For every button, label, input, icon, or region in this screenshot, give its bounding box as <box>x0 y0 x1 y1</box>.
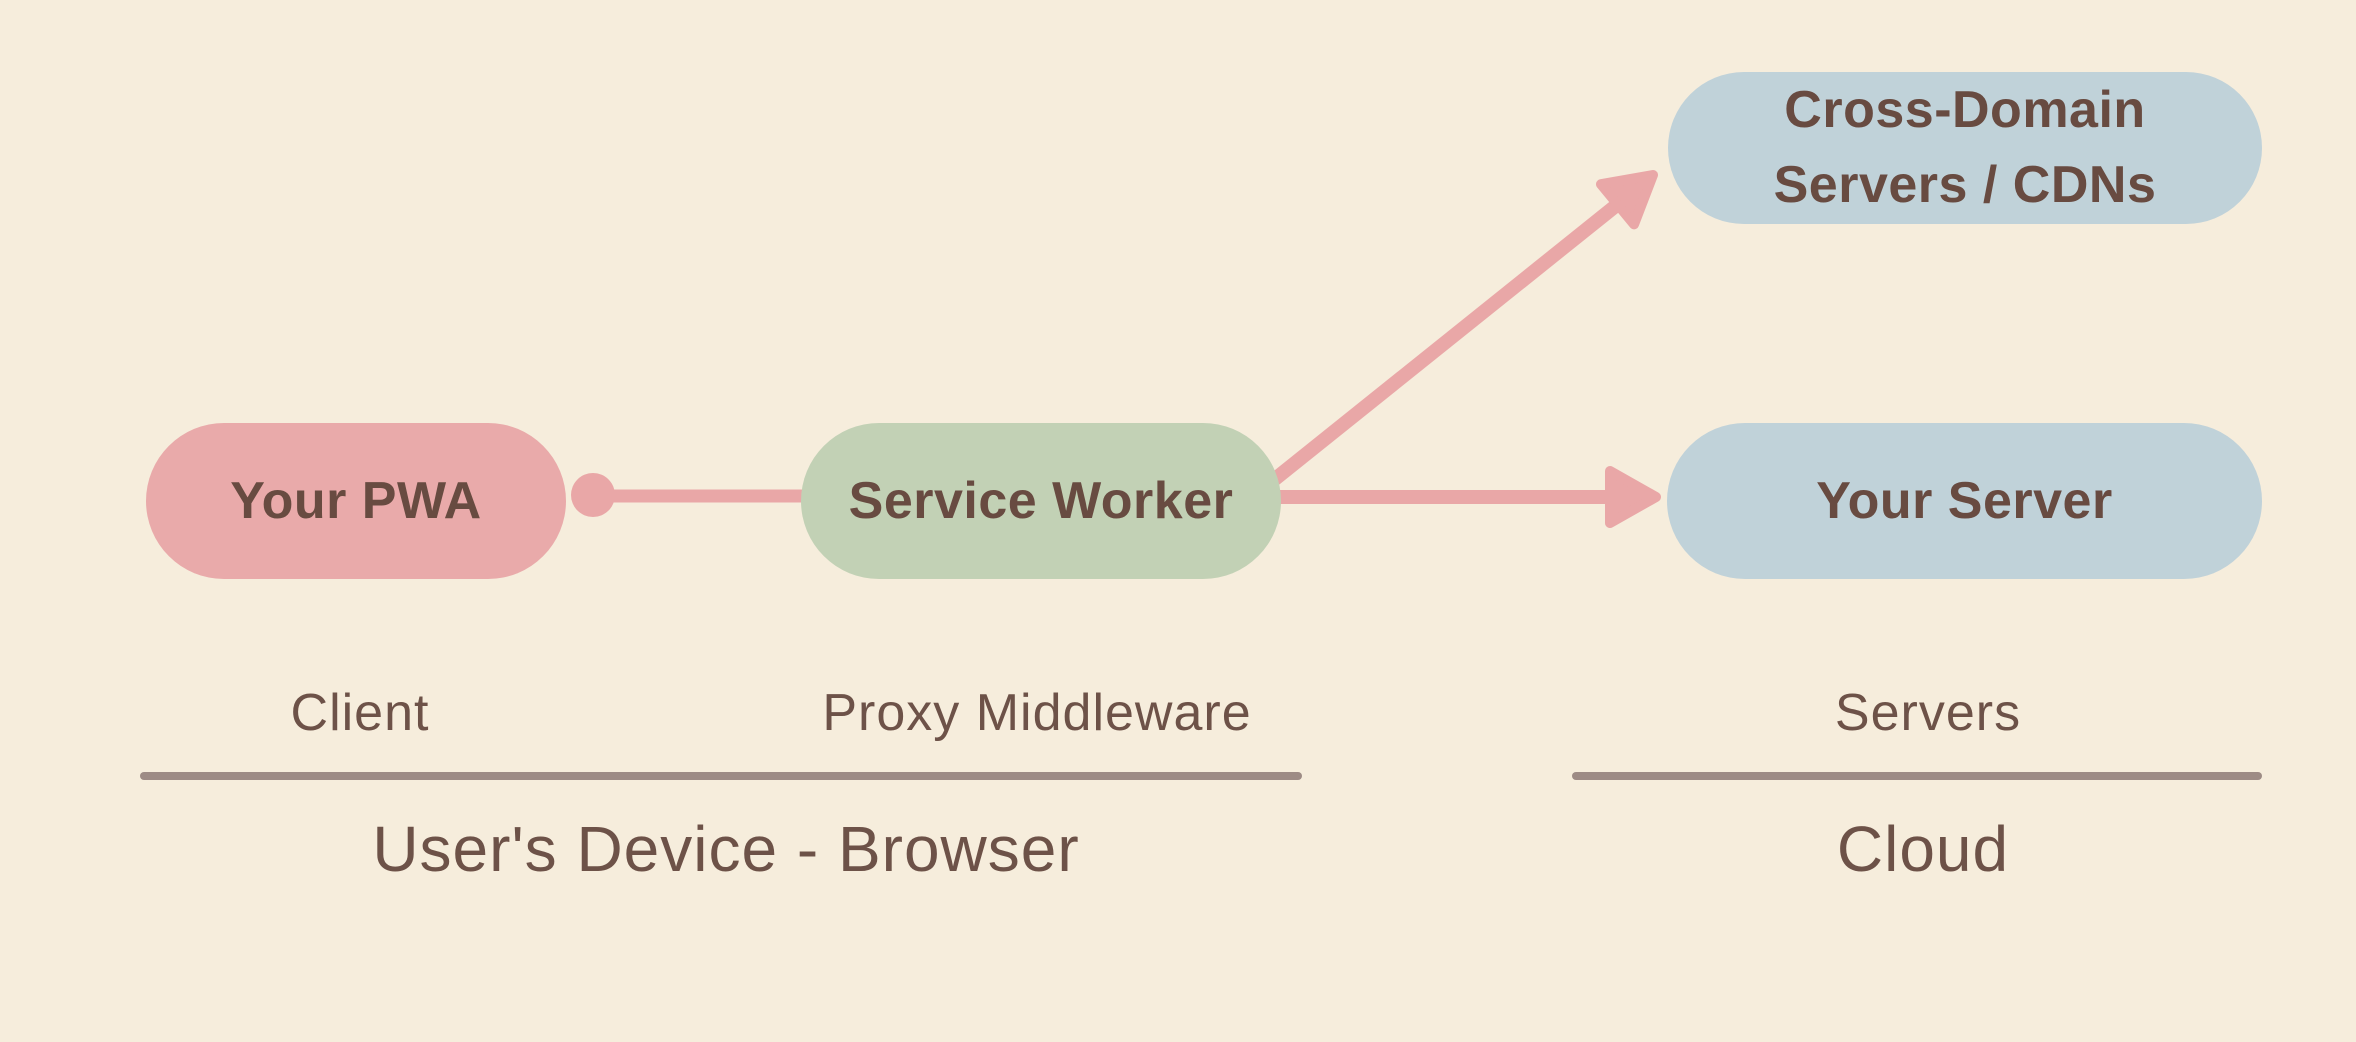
zone-label-cloud: Cloud <box>1836 813 2010 885</box>
arrowhead-to-your-server <box>1605 466 1661 528</box>
service-worker-to-cdn-line <box>1250 198 1623 501</box>
node-cross-domain-line1: Cross-Domain <box>1784 80 2146 139</box>
node-service-worker: Service Worker <box>801 423 1281 579</box>
node-your-server-label: Your Server <box>1816 472 2113 530</box>
node-cross-domain-line2: Servers / CDNs <box>1773 156 2157 214</box>
zone-label-users-device: User's Device - Browser <box>372 813 1080 885</box>
divider-users-device <box>140 772 1302 780</box>
node-your-pwa-label: Your PWA <box>230 472 482 530</box>
tier-label-client: Client <box>290 684 430 742</box>
node-cross-domain-servers: Cross-Domain Servers / CDNs <box>1668 72 2262 224</box>
arrowhead-to-cdn <box>1595 170 1658 230</box>
tier-label-proxy-middleware: Proxy Middleware <box>822 684 1252 742</box>
node-your-pwa: Your PWA <box>146 423 566 579</box>
node-your-server: Your Server <box>1667 423 2262 579</box>
node-service-worker-label: Service Worker <box>848 472 1234 530</box>
connector-dot <box>571 473 615 517</box>
tier-label-servers: Servers <box>1834 684 2022 742</box>
divider-cloud <box>1572 772 2262 780</box>
